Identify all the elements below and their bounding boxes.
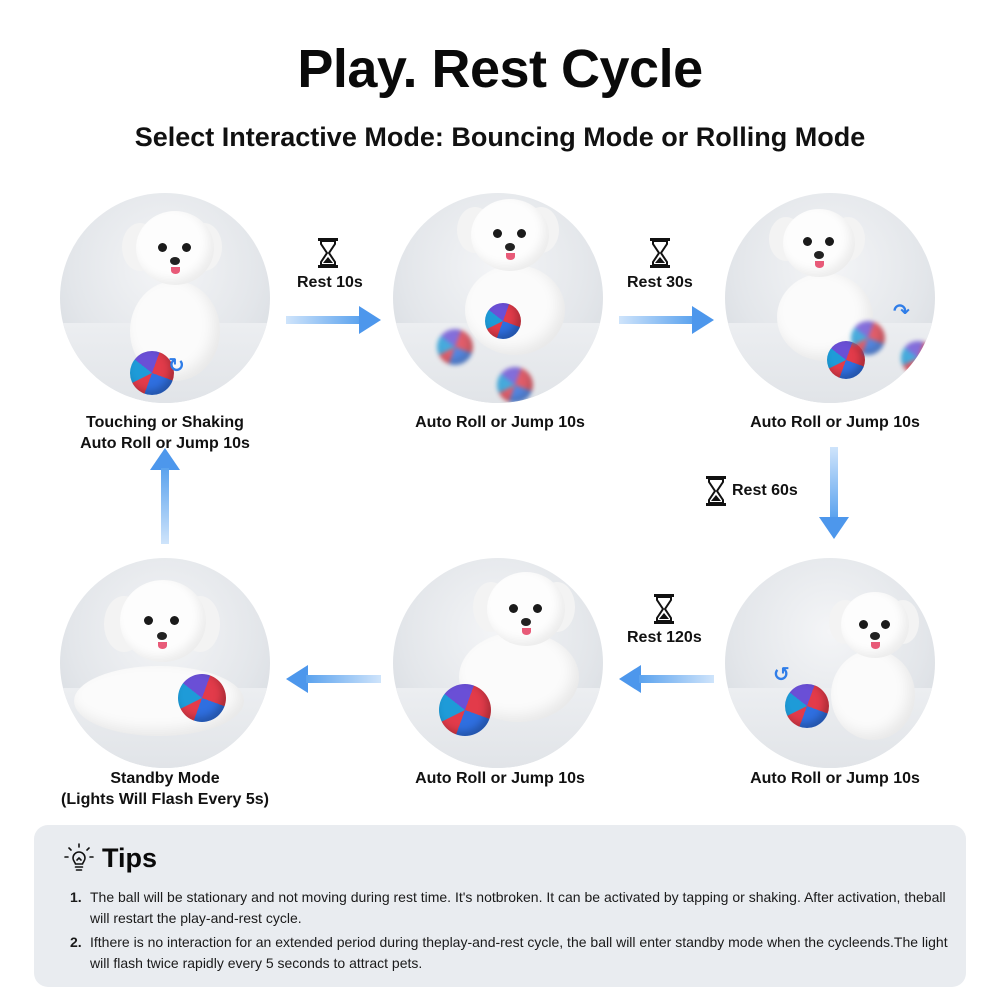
caption-step-1: Touching or Shaking Auto Roll or Jump 10… [80, 414, 250, 452]
hourglass-icon [318, 238, 338, 268]
flow-arrow-6 [149, 448, 181, 544]
photo-step-3: ↷ [725, 193, 935, 403]
ball [785, 684, 829, 728]
flow-arrow-2 [619, 306, 714, 334]
caption-step-6: Standby Mode (Lights Will Flash Every 5s… [61, 770, 269, 808]
photo-step-4: ↺ [725, 558, 935, 768]
photo-step-2 [393, 193, 603, 403]
tips-title: Tips [102, 842, 158, 873]
hourglass-icon [650, 238, 670, 268]
ball [178, 674, 226, 722]
rest-label-1: Rest 10s [297, 274, 363, 291]
caption-step-3: Auto Roll or Jump 10s [750, 414, 920, 431]
flow-arrow-3 [818, 447, 850, 539]
flow-arrow-4 [619, 665, 714, 693]
ball-motion [497, 367, 533, 403]
lightbulb-icon [64, 843, 94, 871]
tips-panel: Tips 1. The ball will be stationary and … [34, 825, 966, 987]
caption-step-5: Auto Roll or Jump 10s [415, 770, 585, 787]
ball-motion [851, 321, 885, 355]
tip-item: 1. The ball will be stationary and not m… [70, 889, 946, 926]
page-title: Play. Rest Cycle [297, 39, 703, 99]
ball-motion [437, 329, 473, 365]
flow-arrow-5 [286, 665, 381, 693]
rest-label-4: Rest 120s [627, 629, 702, 646]
tips-list: 1. The ball will be stationary and not m… [70, 887, 950, 977]
roll-arrow-icon: ↺ [773, 664, 790, 686]
tip-item: 2. Ifthere is no interaction for an exte… [70, 934, 948, 971]
caption-step-2: Auto Roll or Jump 10s [415, 414, 585, 431]
caption-step-4: Auto Roll or Jump 10s [750, 770, 920, 787]
rest-label-3: Rest 60s [732, 482, 798, 499]
ball [130, 351, 174, 395]
roll-arrow-icon: ↻ [168, 355, 185, 377]
photo-step-1: ↻ [60, 193, 270, 403]
tips-header: Tips [64, 841, 157, 875]
ball [439, 684, 491, 736]
ball-motion [901, 341, 935, 375]
roll-arrow-icon: ↷ [893, 301, 910, 323]
photo-step-6 [60, 558, 270, 768]
photo-step-5 [393, 558, 603, 768]
flow-arrow-1 [286, 306, 381, 334]
page-subtitle: Select Interactive Mode: Bouncing Mode o… [134, 122, 866, 152]
rest-label-2: Rest 30s [627, 274, 693, 291]
hourglass-icon [706, 476, 726, 506]
hourglass-icon [654, 594, 674, 624]
ball [485, 303, 521, 339]
